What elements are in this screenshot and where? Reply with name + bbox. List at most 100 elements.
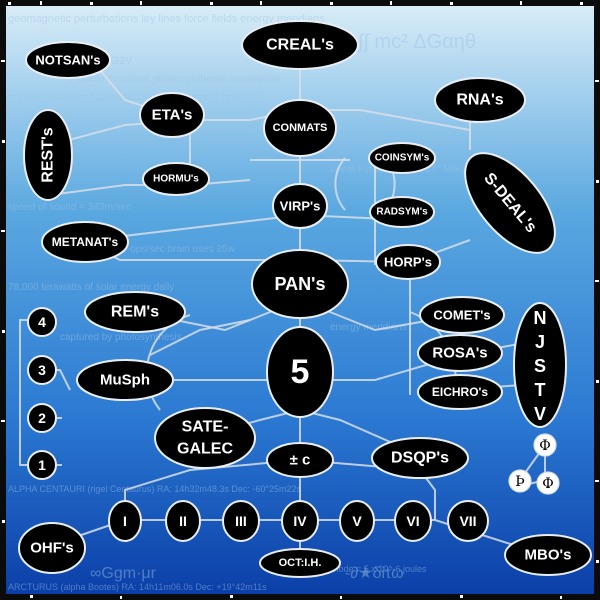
node-mbo[interactable]: MBO's: [504, 534, 592, 576]
number-node-3[interactable]: 3: [27, 355, 57, 385]
node-eta-label: ETA's: [152, 107, 193, 124]
node-rosa[interactable]: ROSA's: [417, 334, 503, 372]
node-rna-label: RNA's: [456, 92, 503, 109]
number-node-1[interactable]: 1: [27, 450, 57, 480]
node-oct-label: OCT:I.H.: [279, 557, 322, 569]
node-rest-label: REST's: [40, 127, 57, 182]
symbol-label-left: Þ: [515, 474, 524, 490]
node-hormu-label: HORMU's: [153, 174, 199, 185]
node-hormu[interactable]: HORMU's: [142, 162, 210, 196]
bg-text-9: 10^14 synapse-ops/sec brain uses 25w: [60, 244, 236, 255]
node-creal[interactable]: CREAL's: [241, 20, 359, 70]
node-rem-label: REM's: [111, 304, 159, 321]
node-sategalec-label-2: GALEC: [177, 441, 233, 458]
roman-label-vii: VII: [459, 513, 476, 529]
node-njstv-label-n: N: [534, 308, 547, 328]
roman-label-v: V: [352, 513, 362, 529]
roman-node-vi[interactable]: VI: [394, 500, 432, 542]
node-pmc[interactable]: ± c: [266, 442, 334, 478]
roman-label-iii: III: [235, 513, 247, 529]
node-muspf[interactable]: MuSph: [76, 359, 174, 401]
node-pan[interactable]: PAN's: [251, 249, 349, 319]
symbol-node-left[interactable]: Þ: [508, 469, 532, 493]
bg-formula-bottom: -∂★δiτω: [345, 565, 404, 582]
node-virp[interactable]: VIRP's: [272, 183, 328, 229]
node-rna[interactable]: RNA's: [434, 77, 526, 123]
node-metanat-label: METANAT's: [52, 235, 119, 249]
node-conmats-label: CONMATS: [273, 122, 328, 134]
bg-text-1: geomagnetic perturbations ley lines forc…: [8, 13, 325, 25]
symbol-node-top[interactable]: Φ: [533, 433, 557, 457]
bg-text-8: speed of sound = 343m/sec: [8, 202, 131, 213]
node-creal-label: CREAL's: [266, 37, 334, 54]
roman-label-i: I: [123, 513, 127, 529]
node-eta[interactable]: ETA's: [139, 92, 205, 138]
node-ohf-label: OHF's: [30, 540, 74, 557]
node-oct[interactable]: OCT:I.H.: [259, 548, 341, 578]
node-ohf[interactable]: OHF's: [18, 522, 86, 574]
bg-text-14: ARCTURUS (alpha Bootes) RA: 14h11m06.0s …: [8, 582, 267, 592]
roman-node-ii[interactable]: II: [165, 500, 201, 542]
number-label-4: 4: [38, 314, 46, 330]
node-njstv-label-v: V: [534, 404, 546, 424]
node-notsan[interactable]: NOTSAN's: [25, 41, 111, 79]
roman-node-vii[interactable]: VII: [447, 500, 489, 542]
node-pmc-label: ± c: [290, 452, 311, 469]
node-njstv-label-j: J: [535, 332, 545, 352]
node-notsan-label: NOTSAN's: [35, 53, 100, 68]
bg-text-10: 78,000 terawatts of solar energy daily: [8, 282, 174, 293]
roman-node-i[interactable]: I: [108, 500, 142, 542]
bg-text-4: corpus callosum Schwarzchild radius even…: [8, 91, 257, 103]
node-conmats[interactable]: CONMATS: [263, 99, 337, 157]
node-comet[interactable]: COMET's: [419, 296, 505, 334]
bg-text-3: Hubble constant photosynthesis respirati…: [70, 73, 280, 85]
symbol-label-top: Φ: [539, 438, 550, 454]
roman-label-vi: VI: [406, 513, 419, 529]
node-njstv-label-t: T: [535, 380, 546, 400]
roman-label-ii: II: [179, 513, 187, 529]
node-njstv-label-s: S: [534, 356, 546, 376]
bg-formula-left: ∞Ggm·μr: [90, 565, 157, 582]
node-rem[interactable]: REM's: [84, 291, 186, 333]
bg-text-13: ALPHA CENTAURI (rigel Centaurus) RA: 14h…: [8, 484, 302, 494]
node-horp[interactable]: HORP's: [375, 244, 441, 280]
node-rest[interactable]: REST's: [23, 109, 73, 201]
node-dsqp[interactable]: DSQP's: [371, 437, 469, 479]
bg-formula-top: Σ ∫∫ mc² ΔGαηθ: [340, 31, 476, 53]
roman-node-v[interactable]: V: [339, 500, 375, 542]
node-five-label: 5: [291, 353, 310, 391]
nodes: NOTSAN's CREAL's RNA's ETA's REST's CONM…: [18, 20, 592, 578]
node-coinsym-label: COINSYM's: [375, 153, 430, 164]
roman-node-iii[interactable]: III: [222, 500, 260, 542]
node-horp-label: HORP's: [384, 255, 432, 270]
node-sdeal[interactable]: S-DEAL's: [448, 138, 571, 268]
number-label-1: 1: [38, 457, 46, 473]
bg-text-15: Ranvier node = 5 x 10^-6 joules: [300, 564, 427, 574]
node-sategalec[interactable]: SATE- GALEC: [154, 407, 256, 469]
roman-node-iv[interactable]: IV: [281, 500, 319, 542]
node-comet-label: COMET's: [433, 308, 490, 323]
node-coinsym[interactable]: COINSYM's: [368, 142, 436, 174]
roman-label-iv: IV: [293, 513, 307, 529]
node-five[interactable]: 5: [266, 326, 334, 418]
node-eichro-label: EICHRO's: [432, 385, 489, 399]
node-eichro[interactable]: EICHRO's: [417, 374, 503, 410]
node-radsym[interactable]: RADSYM's: [369, 196, 435, 228]
symbol-node-right[interactable]: Φ: [536, 471, 560, 495]
number-node-4[interactable]: 4: [27, 307, 57, 337]
node-dsqp-label: DSQP's: [391, 450, 449, 467]
node-muspf-label: MuSph: [100, 372, 150, 389]
node-mbo-label: MBO's: [525, 547, 572, 564]
node-metanat[interactable]: METANAT's: [41, 221, 129, 263]
node-sategalec-label-1: SATE-: [182, 419, 229, 436]
number-label-3: 3: [38, 362, 46, 378]
node-pan-label: PAN's: [275, 274, 326, 294]
number-label-2: 2: [38, 410, 46, 426]
node-virp-label: VIRP's: [280, 199, 321, 214]
number-node-2[interactable]: 2: [27, 403, 57, 433]
node-rosa-label: ROSA's: [432, 345, 487, 362]
node-njstv[interactable]: N J S T V: [513, 302, 567, 428]
